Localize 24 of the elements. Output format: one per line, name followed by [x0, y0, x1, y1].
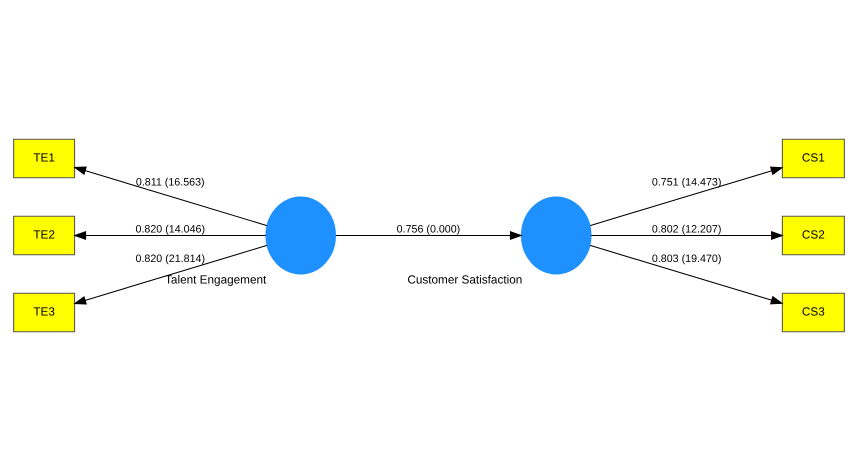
node-box: CS2	[782, 215, 845, 255]
node-box: CS3	[782, 292, 845, 332]
edge-label: 0.811 (16.563)	[136, 176, 205, 188]
node-box: CS1	[782, 138, 845, 178]
arrow	[336, 230, 523, 240]
edge-label: 0.751 (14.473)	[652, 176, 722, 188]
arrow	[73, 244, 268, 304]
arrow	[590, 166, 784, 226]
node-box: TE3	[13, 292, 76, 332]
node-box: TE2	[13, 215, 76, 255]
edge-label: 0.820 (14.046)	[136, 222, 206, 235]
node-circle	[520, 196, 592, 274]
node-box: TE1	[13, 138, 76, 178]
edge-label: 0.820 (21.814)	[136, 252, 206, 265]
node-label: Talent Engagement	[165, 272, 266, 286]
edge-label: 0.756 (0.000)	[396, 222, 460, 235]
node-circle	[265, 196, 336, 274]
node-label: Customer Satisfaction	[407, 272, 522, 286]
arrow	[590, 244, 784, 304]
edge-label: 0.803 (19.470)	[652, 252, 722, 265]
arrow	[73, 230, 266, 240]
arrow	[73, 166, 268, 226]
arrow	[591, 230, 784, 240]
edge-label: 0.802 (12.207)	[652, 222, 722, 235]
